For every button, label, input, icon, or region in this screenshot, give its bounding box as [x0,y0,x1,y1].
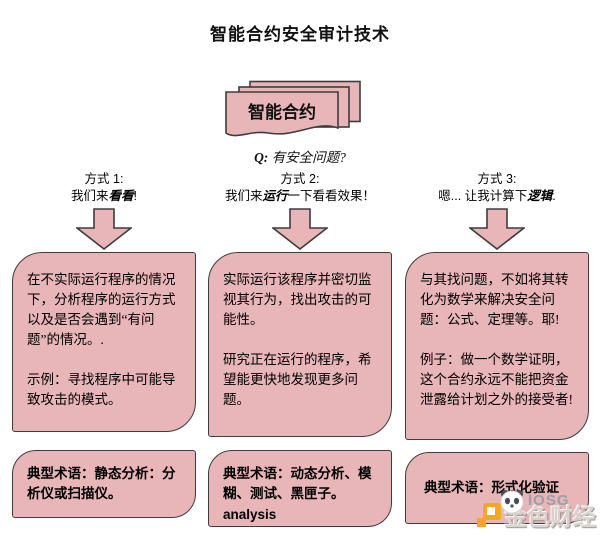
tagline-emphasis: 运行 [262,188,288,203]
method-label: 方式 1: [84,172,124,186]
description-paragraph: 示例：寻找程序中可能导致攻击的模式。 [27,371,176,407]
jinse-logo-icon [476,502,502,528]
stack-sheet-front [225,91,339,137]
method-header-2: 方式 2: 我们来运行一下看看效果！ [198,171,402,205]
method-tagline: 嗯... 让我计算下逻辑. [438,188,556,203]
description-box-3: 与其找问题，不如将其转化为数学来解决安全问题：公式、定理等。耶! 例子：做一个数… [405,252,589,440]
panda-icon [498,488,526,514]
watermark-overlay: IOSG [528,492,570,509]
terms-text: 典型术语：形式化验证 [424,479,559,495]
watermark: IOSG 金色财经 [452,490,600,536]
stack-label: 智能合约 [248,102,316,122]
terms-text: 典型术语：动态分析、模糊、测试、黑匣子。 [223,466,372,502]
method-column-3: 方式 3: 嗯... 让我计算下逻辑. 与其找问题，不如将其转化为数学来解决安全… [405,0,589,538]
method-column-1: 方式 1: 我们来看看! 在不实际运行程序的情况下，分析程序的运行方式以及是否会… [12,0,196,538]
down-arrow-icon [467,208,527,251]
question-text: 有安全问题? [268,150,346,165]
method-label: 方式 2: [280,172,320,186]
terms-box-3: 典型术语：形式化验证 [405,452,589,524]
page-title: 智能合约安全审计技术 [210,25,390,44]
contract-stack: 智能合约 [225,80,361,137]
terms-latin-text: analysis [223,506,277,522]
method-header-1: 方式 1: 我们来看看! [2,171,206,205]
description-paragraph: 研究正在运行的程序，希望能更快地发现更多问题。 [223,351,372,407]
method-tagline: 我们来运行一下看看效果！ [224,188,376,203]
description-paragraph: 与其找问题，不如将其转化为数学来解决安全问题：公式、定理等。耶! [420,272,569,327]
description-box-1: 在不实际运行程序的情况下，分析程序的运行方式以及是否会遇到“有问题”的情况。. … [12,252,196,432]
method-label: 方式 3: [477,172,517,186]
method-tagline: 我们来看看! [70,188,137,203]
description-paragraph: 例子：做一个数学证明，这个合约永远不能把资金泄露给计划之外的接受者! [420,351,573,407]
down-arrow-icon [270,208,330,251]
terms-box-2: 典型术语：动态分析、模糊、测试、黑匣子。 analysis [208,450,392,527]
tagline-emphasis: 逻辑 [527,188,553,203]
terms-box-1: 典型术语：静态分析：分析仪或扫描仪。 [12,450,196,518]
down-arrow-icon [74,208,134,251]
tagline-emphasis: 看看 [108,188,134,203]
description-paragraph: 在不实际运行程序的情况下，分析程序的运行方式以及是否会遇到“有问题”的情况。. [27,272,176,347]
method-column-2: 方式 2: 我们来运行一下看看效果！ 实际运行该程序并密切监视其行为，找出攻击的… [208,0,392,538]
question-prefix: Q: [254,150,269,165]
terms-text: 典型术语：静态分析：分析仪或扫描仪。 [27,466,176,502]
description-paragraph: 实际运行该程序并密切监视其行为，找出攻击的可能性。 [223,272,372,327]
description-box-2: 实际运行该程序并密切监视其行为，找出攻击的可能性。 研究正在运行的程序，希望能更… [208,252,392,437]
question-line: Q: 有安全问题? [0,146,600,166]
method-header-3: 方式 3: 嗯... 让我计算下逻辑. [395,171,599,205]
